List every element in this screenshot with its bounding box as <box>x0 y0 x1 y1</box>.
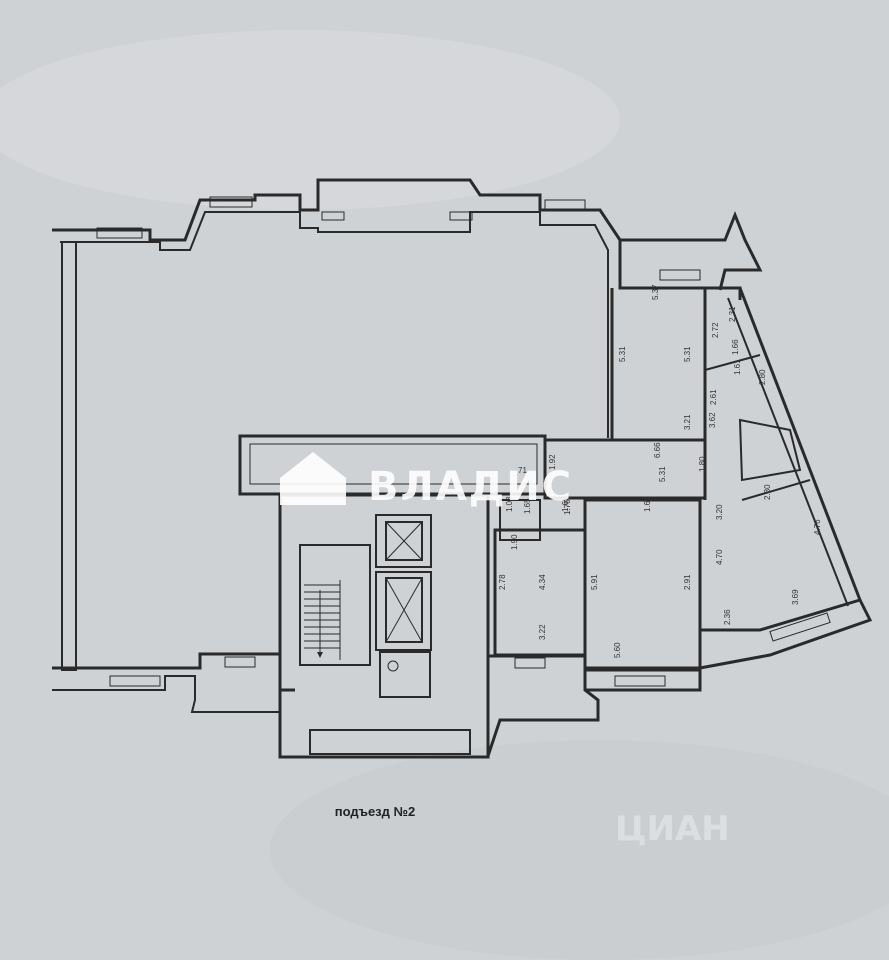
east-wall <box>738 287 862 601</box>
dimension-label: 5.91 <box>590 574 599 590</box>
elevator-1-cross-b <box>385 521 423 561</box>
right-rooms <box>493 288 811 672</box>
dimension-label: 5.31 <box>618 346 627 362</box>
dimension-label: 2.80 <box>763 484 772 500</box>
dimension-label: 2.61 <box>709 389 718 405</box>
staircase <box>299 544 371 666</box>
dimension-label: 3.62 <box>708 412 717 428</box>
dimension-label: 1.80 <box>698 456 707 472</box>
dimension-label: 2.78 <box>498 574 507 590</box>
dimension-label: 3.22 <box>538 624 547 640</box>
south-east-wall <box>699 598 873 670</box>
window-11 <box>659 269 701 281</box>
bath-block <box>738 418 802 482</box>
room-wall-4 <box>741 479 811 501</box>
window-2 <box>209 196 253 208</box>
dimension-label: 1.60 <box>643 496 652 512</box>
window-6 <box>109 675 161 687</box>
dimension-label: 2.72 <box>711 322 720 338</box>
dimension-label: 2.31 <box>728 306 737 322</box>
balcony-top-right <box>620 210 763 291</box>
dimension-label: 4.34 <box>538 574 547 590</box>
stair-steps <box>304 584 340 649</box>
window-3 <box>321 211 345 221</box>
dimension-label: 1.90 <box>510 534 519 550</box>
watermark-secondary: ЦИАН <box>615 809 730 849</box>
shaft <box>379 651 431 698</box>
north-wall <box>52 178 742 300</box>
south-wall-right <box>585 666 702 692</box>
window-4 <box>449 211 473 221</box>
watermark-logo-icon <box>280 452 346 505</box>
dimension-label: 1.92 <box>548 454 557 470</box>
room-wall-3 <box>704 354 761 371</box>
core-details <box>299 514 432 698</box>
dimension-labels: 5.37 2.31 2.72 5.31 5.31 1.66 1.61 2.80 2.61 3.21… <box>498 284 822 658</box>
window-7 <box>224 656 256 668</box>
dimension-label: 2.36 <box>723 609 732 625</box>
dimension-label: 1.66 <box>731 339 740 355</box>
window-9 <box>614 675 666 687</box>
dimension-label: 2.80 <box>758 369 767 385</box>
south-wall-left-inner <box>52 675 280 713</box>
elevator-1 <box>375 514 432 568</box>
dimension-label: 5.31 <box>658 466 667 482</box>
dimension-label: 3.69 <box>791 589 800 605</box>
elevator-1-car <box>385 521 423 561</box>
window-8 <box>514 657 546 669</box>
window-10 <box>769 612 831 642</box>
dimension-label: 2.91 <box>683 574 692 590</box>
corridor-left-inner <box>249 443 538 485</box>
dimension-label: 5.60 <box>613 642 622 658</box>
west-wall <box>61 241 77 671</box>
core-bottom <box>309 729 471 755</box>
dimension-label: 6.66 <box>653 442 662 458</box>
dimension-label: 1.65 <box>523 498 532 514</box>
dimension-label: 3.20 <box>715 504 724 520</box>
watermark: ВЛАДИС ЦИАН <box>280 452 730 849</box>
dimension-label: 1.69 <box>561 496 570 512</box>
elevator-2-cross-b <box>385 577 423 643</box>
drain-icon <box>387 660 399 672</box>
windows <box>96 196 831 687</box>
paper-shadow <box>270 740 889 960</box>
paper-highlight <box>0 30 620 210</box>
elevator-2-car <box>385 577 423 643</box>
east-wall-inner <box>727 297 849 607</box>
dimension-label: 4.70 <box>715 549 724 565</box>
dimension-label: 1.61 <box>733 359 742 375</box>
watermark-brand: ВЛАДИС <box>368 464 573 510</box>
room-number: 71 <box>518 466 527 475</box>
dimension-label: 1.76 <box>563 499 572 515</box>
dimension-label: 3.21 <box>683 414 692 430</box>
dimension-label: 1.03 <box>505 496 514 512</box>
elevator-2 <box>375 571 432 651</box>
entrance-caption: подъезд №2 <box>334 804 416 819</box>
dimension-label: 5.31 <box>683 346 692 362</box>
dimension-label: 5.37 <box>651 284 660 300</box>
closet <box>499 499 541 541</box>
window-1 <box>96 227 143 239</box>
south-wall-left <box>52 652 295 692</box>
dimension-label: 4.76 <box>813 519 822 535</box>
window-5 <box>544 199 586 211</box>
north-wall-inner <box>60 211 609 438</box>
